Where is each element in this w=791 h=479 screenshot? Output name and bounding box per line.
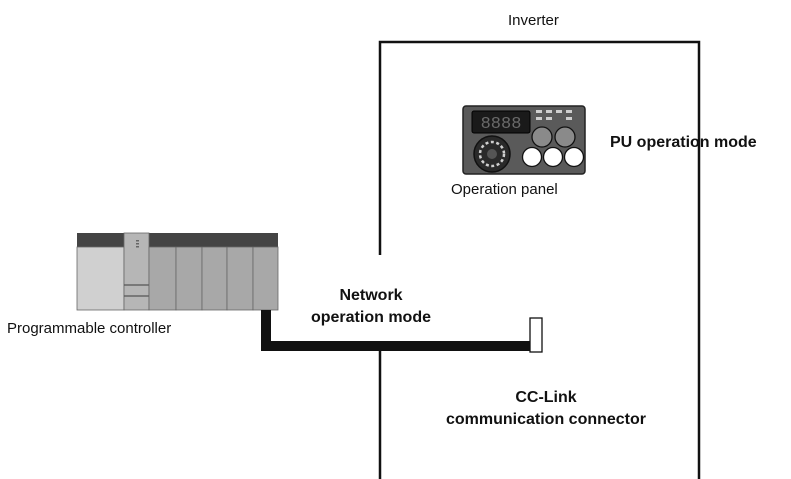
connector-label-line2: communication connector	[445, 411, 647, 428]
programmable-controller-label: Programmable controller	[7, 320, 172, 337]
inverter-enclosure	[378, 40, 701, 479]
pu-operation-mode-label: PU operation mode	[610, 134, 757, 151]
panel-display-digits: 8888	[481, 115, 522, 134]
operation-panel-label: Operation panel	[451, 181, 558, 198]
network-mode-label-line2: operation mode	[310, 309, 431, 326]
operation-panel-device: 8888	[462, 105, 586, 175]
network-mode-label-line1: Network	[339, 287, 403, 304]
network-cable	[261, 310, 530, 351]
cc-link-connector	[529, 317, 543, 353]
programmable-controller-device	[76, 232, 279, 311]
connector-label-line1: CC-Link	[515, 389, 577, 406]
inverter-label: Inverter	[508, 12, 559, 29]
